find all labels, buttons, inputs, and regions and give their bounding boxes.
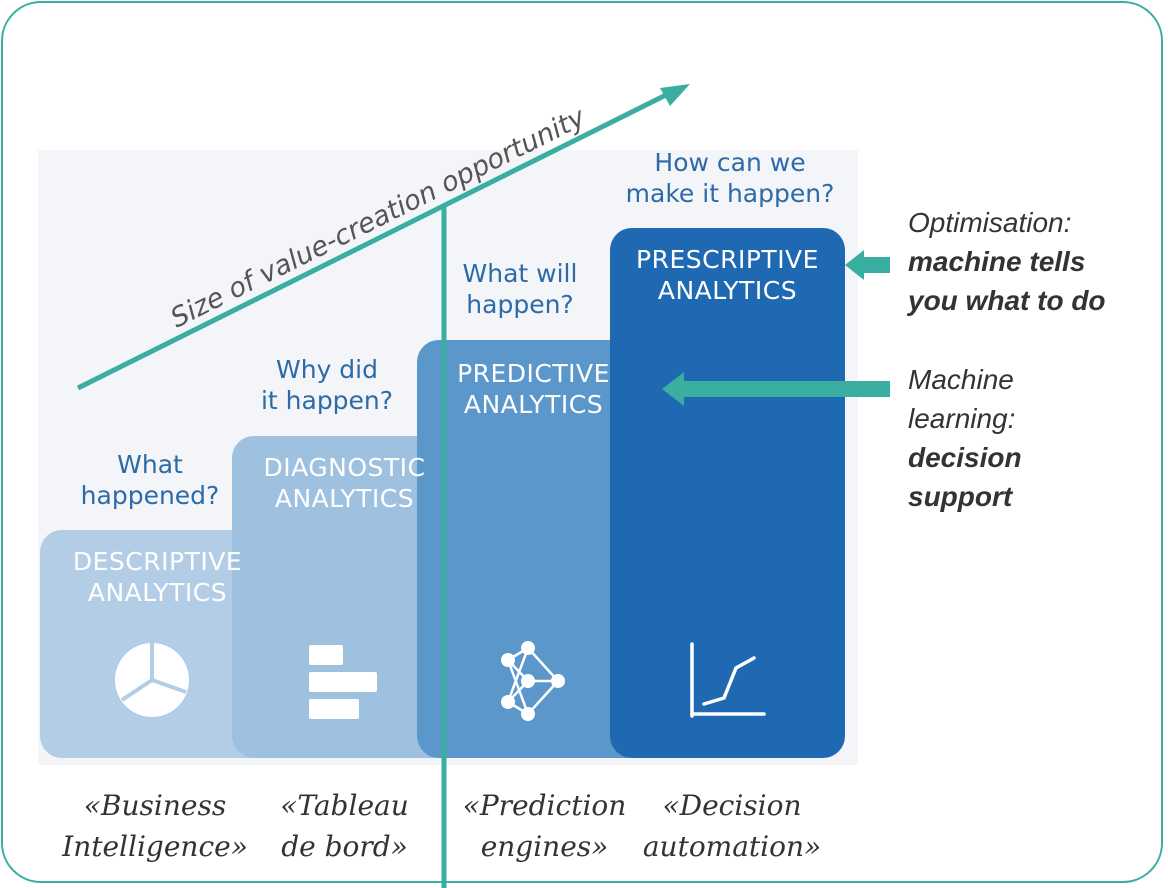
descriptive-analytics-title: DESCRIPTIVE ANALYTICS [72,547,243,607]
value-creation-arrowhead [660,84,690,106]
value-creation-arrow-line [76,89,674,391]
prescriptive-question: How can we make it happen? [625,148,835,208]
optimisation-label: Optimisation: [908,207,1072,238]
prescriptive-analytics-block [610,228,845,758]
pie-chart-icon [115,643,189,717]
tableau-de-bord-caption: «Tableau de bord» [280,789,409,863]
machine-learning-note: Machine learning: decision support [908,360,1078,516]
growth-curve-icon [690,642,766,718]
prediction-engines-caption: «Prediction engines» [462,789,627,863]
predictive-analytics-title: PREDICTIVE ANALYTICS [457,359,610,419]
optimisation-arrow-shaft [860,257,890,273]
predictive-question: What will happen? [462,259,578,319]
optimisation-note: Optimisation: machine tells you what to … [908,203,1138,320]
neural-network-icon [501,641,565,721]
machine-learning-arrowhead [662,372,684,406]
diagnostic-analytics-title: DIAGNOSTIC ANALYTICS [263,453,426,513]
machine-learning-arrow-shaft [680,381,890,397]
optimisation-arrowhead [845,250,864,280]
bar-chart-icon [309,645,377,719]
optimisation-emphasis: machine tells you what to do [908,246,1106,316]
decision-automation-caption: «Decision automation» [642,789,822,863]
business-intelligence-caption: «Business Intelligence» [62,789,248,863]
machine-learning-emphasis: decision support [908,442,1022,512]
machine-learning-label: Machine learning: [908,364,1016,434]
prescriptive-analytics-title: PRESCRIPTIVE ANALYTICS [636,245,819,305]
descriptive-question: What happened? [80,450,220,510]
diagnostic-question: Why did it happen? [260,355,394,415]
